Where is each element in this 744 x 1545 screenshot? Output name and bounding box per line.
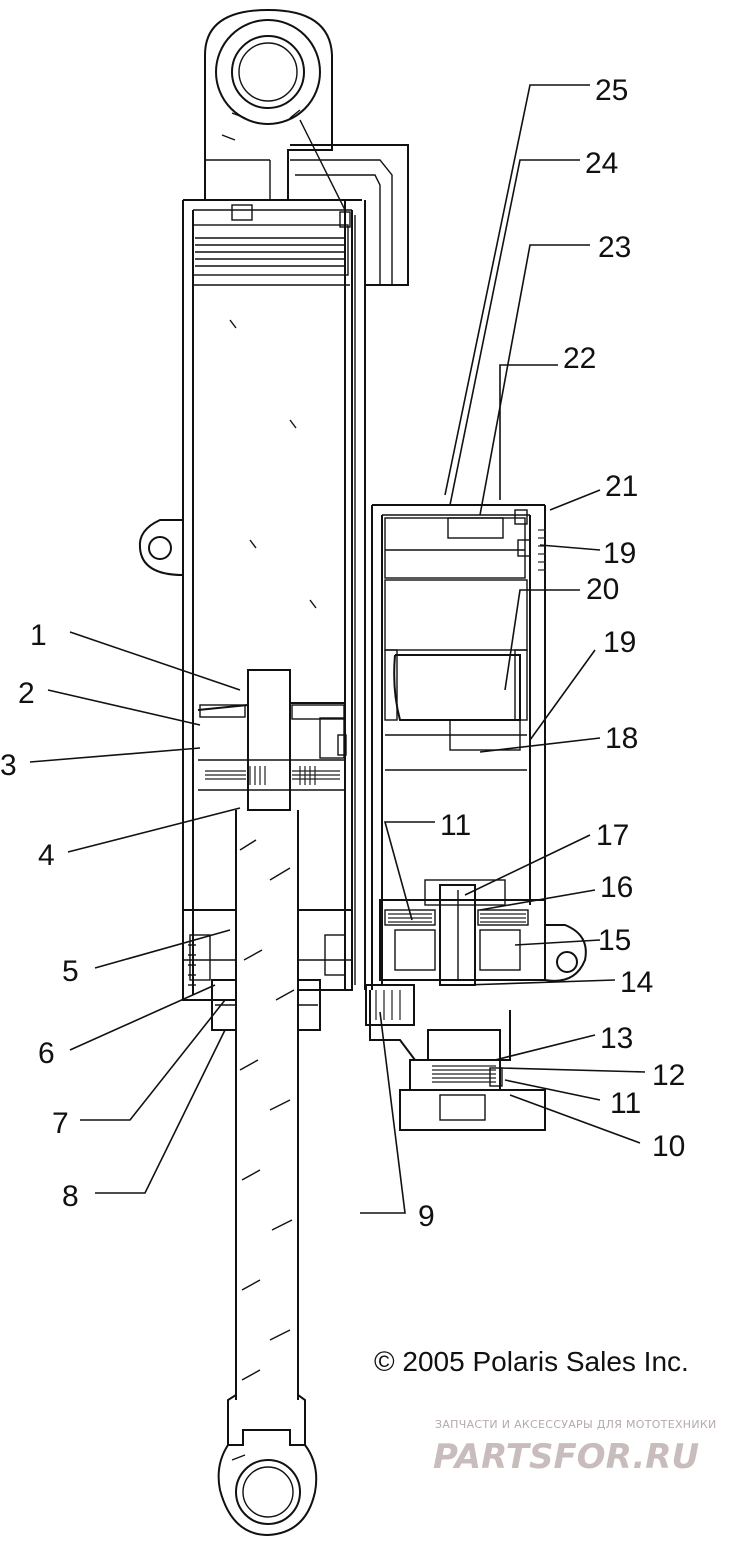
top-eye-mount bbox=[204, 8, 333, 200]
watermark-brand: PARTSFOR.RU bbox=[433, 1437, 699, 1477]
watermark: ЗАПЧАСТИ И АКСЕССУАРЫ ДЛЯ МОТОТЕХНИКИ PA… bbox=[433, 1418, 717, 1477]
callout-12: 12 bbox=[652, 1059, 685, 1092]
callout-7: 7 bbox=[52, 1107, 69, 1140]
callout-24: 24 bbox=[585, 147, 618, 180]
callout-11-lower: 11 bbox=[610, 1087, 641, 1120]
seal-head bbox=[182, 909, 353, 1031]
callout-20: 20 bbox=[586, 573, 619, 606]
callout-6: 6 bbox=[38, 1037, 55, 1070]
callout-22: 22 bbox=[563, 342, 596, 375]
callout-9: 9 bbox=[418, 1200, 435, 1233]
callout-23: 23 bbox=[598, 231, 631, 264]
leader-lines bbox=[29, 84, 646, 1214]
watermark-tagline: ЗАПЧАСТИ И АКСЕССУАРЫ ДЛЯ МОТОТЕХНИКИ bbox=[435, 1418, 717, 1431]
copyright-notice: © 2005 Polaris Sales Inc. bbox=[374, 1346, 689, 1377]
callout-3: 3 bbox=[0, 749, 17, 782]
callout-19-lower: 19 bbox=[603, 626, 636, 659]
callout-13: 13 bbox=[600, 1022, 633, 1055]
callout-labels: 1 2 3 4 5 6 7 8 9 10 11 11 12 13 14 15 1… bbox=[0, 74, 685, 1233]
callout-15: 15 bbox=[598, 924, 631, 957]
reservoir-connector-tube bbox=[290, 119, 409, 990]
callout-5: 5 bbox=[62, 955, 79, 988]
callout-2: 2 bbox=[18, 677, 35, 710]
callout-4: 4 bbox=[38, 839, 55, 872]
piston-shaft bbox=[235, 810, 299, 1400]
callout-17: 17 bbox=[596, 819, 629, 852]
bottom-eye-mount bbox=[217, 1394, 318, 1537]
callout-25: 25 bbox=[595, 74, 628, 107]
callout-11-upper: 11 bbox=[440, 809, 471, 842]
callout-10: 10 bbox=[652, 1130, 685, 1163]
callout-8: 8 bbox=[62, 1180, 79, 1213]
callout-21: 21 bbox=[605, 470, 638, 503]
callout-18: 18 bbox=[605, 722, 638, 755]
main-body-cylinder bbox=[138, 199, 362, 1000]
reservoir-cylinder bbox=[371, 504, 546, 990]
callout-1: 1 bbox=[30, 619, 47, 652]
compression-adjuster bbox=[365, 879, 587, 1131]
piston-assembly bbox=[197, 669, 347, 811]
callout-19-upper: 19 bbox=[603, 537, 636, 570]
callout-16: 16 bbox=[600, 871, 633, 904]
callout-14: 14 bbox=[620, 966, 653, 999]
